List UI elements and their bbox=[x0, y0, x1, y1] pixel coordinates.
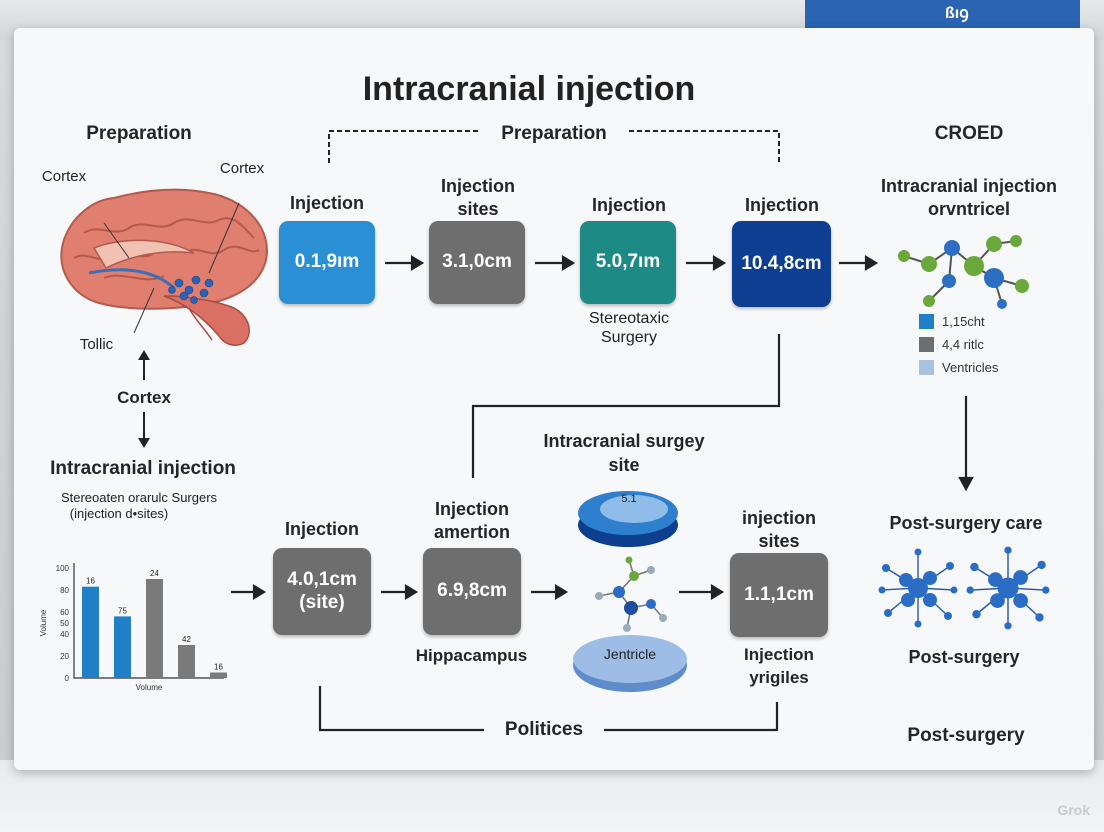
bottom-bracket-label: Politices bbox=[504, 719, 584, 740]
legend-label-1: 1,15cht bbox=[942, 314, 985, 329]
bar-data-label: 16 bbox=[214, 663, 223, 672]
nanoparticle-cluster-left bbox=[878, 548, 958, 628]
bottom-step1-box: 4.0,1cm (site) bbox=[273, 548, 371, 635]
left-preparation-heading: Preparation bbox=[86, 123, 192, 144]
ventricle-label: Jentricle bbox=[603, 646, 657, 662]
post-surgery-label-1: Post-surgery bbox=[908, 647, 1020, 667]
legend-item-1: 1,15cht bbox=[919, 314, 985, 329]
bottom-step3-box: 1.1,1cm bbox=[730, 553, 828, 637]
poster-board: Intracranial injection Preparation Corte… bbox=[14, 28, 1094, 770]
legend-item-2: 4,4 ritlc bbox=[919, 337, 984, 352]
y-tick-label: 80 bbox=[60, 586, 69, 595]
bottom-step2-value: 6.9,8cm bbox=[437, 580, 507, 602]
nanoparticle-cluster-right bbox=[966, 546, 1050, 630]
post-surgery-care-heading: Post-surgery care bbox=[889, 513, 1043, 533]
chart-bar bbox=[82, 586, 99, 678]
legend-item-3: Ventricles bbox=[919, 360, 998, 375]
right-heading-line2: orvntricel bbox=[927, 199, 1011, 219]
top-step3-sub-2: Surgery bbox=[600, 329, 658, 346]
brain-label-cortex-right: Cortex bbox=[219, 160, 265, 177]
bottom-step1-label: Injection bbox=[284, 519, 359, 539]
bottom-step3-sub-1: Injection bbox=[744, 645, 814, 664]
bar-data-label: 75 bbox=[118, 606, 127, 615]
top-step3-sub-1: Stereotaxic bbox=[588, 310, 670, 327]
surgery-site-heading-1: Intracranial surgey bbox=[543, 431, 705, 451]
y-axis-label: Volume bbox=[39, 609, 48, 636]
top-step2-label-2: sites bbox=[457, 199, 499, 219]
ventricle-ellipse-icon bbox=[573, 635, 687, 692]
left-intracranial-heading: Intracranial injection bbox=[50, 458, 236, 479]
legend-label-3: Ventricles bbox=[942, 360, 999, 375]
bar-data-label: 24 bbox=[150, 569, 159, 578]
top-flow-arrows bbox=[231, 255, 974, 732]
top-step3-value: 5.0,7ım bbox=[595, 251, 661, 273]
post-surgery-label-2: Post-surgery bbox=[907, 725, 1025, 746]
top-step2-label-1: Injection bbox=[440, 176, 515, 196]
bottom-step1-value-1: 4.0,1cm bbox=[287, 568, 357, 590]
x-axis-label: Volume bbox=[136, 683, 163, 692]
chart-bar bbox=[146, 579, 163, 678]
chart-bar bbox=[178, 645, 195, 678]
top-step4-label: Injection bbox=[744, 195, 819, 215]
top-step4-value: 10.4,8cm bbox=[741, 252, 822, 274]
right-croed-heading: CROED bbox=[934, 123, 1004, 144]
surgery-disc-icon bbox=[578, 491, 678, 547]
top-bracket-label: Preparation bbox=[501, 123, 607, 144]
bottom-step2-sub: Hippacampus bbox=[415, 646, 528, 665]
chart-bar bbox=[210, 672, 227, 678]
top-step1-box: 0.1,9ım bbox=[279, 221, 375, 304]
top-step1-value: 0.1,9ım bbox=[294, 251, 360, 273]
bar-data-label: 16 bbox=[86, 577, 95, 586]
chart-caption-line2: (injection d•sites) bbox=[69, 506, 169, 521]
top-step2-value: 3.1,0cm bbox=[442, 251, 512, 273]
top-step3-box: 5.0,7ım bbox=[580, 221, 676, 304]
bottom-step2-label-2: amertion bbox=[433, 522, 511, 542]
y-tick-label: 50 bbox=[60, 619, 69, 628]
molecule-small-icon bbox=[595, 556, 667, 632]
molecule-icon bbox=[898, 235, 1029, 309]
poster-title: Intracranial injection bbox=[362, 70, 696, 108]
background-sign: ßıꝯ bbox=[805, 0, 1080, 28]
bar-data-label: 42 bbox=[182, 635, 191, 644]
bottom-step3-label-2: sites bbox=[758, 531, 800, 551]
bottom-step2-label-1: Injection bbox=[434, 499, 509, 519]
legend-swatch-2 bbox=[919, 337, 934, 352]
top-step1-label: Injection bbox=[289, 193, 364, 213]
top-step3-label: Injection bbox=[591, 195, 666, 215]
brain-label-cortex-left: Cortex bbox=[41, 168, 87, 185]
right-heading-line1: Intracranial injection bbox=[880, 176, 1058, 196]
surgery-disc-label: 5.1 bbox=[621, 493, 637, 505]
legend-label-2: 4,4 ritlc bbox=[942, 337, 984, 352]
brain-illustration bbox=[60, 188, 268, 346]
bottom-step1-value-2: (site) bbox=[299, 591, 345, 613]
table-surface bbox=[0, 760, 1104, 832]
chart-bar bbox=[114, 616, 131, 678]
top-step2-box: 3.1,0cm bbox=[429, 221, 525, 304]
cortex-mid-label: Cortex bbox=[117, 388, 171, 407]
brain-label-tollic: Tollic bbox=[79, 336, 114, 353]
watermark: Grok bbox=[1057, 802, 1090, 818]
surgery-site-heading-2: site bbox=[608, 455, 640, 475]
chart-axes bbox=[73, 563, 224, 679]
bottom-step3-value: 1.1,1cm bbox=[744, 583, 814, 605]
top-bracket bbox=[328, 130, 780, 163]
y-tick-label: 40 bbox=[60, 630, 69, 639]
legend-swatch-3 bbox=[919, 360, 934, 375]
y-tick-label: 0 bbox=[65, 674, 70, 683]
bottom-step3-sub-2: yrigiles bbox=[749, 668, 809, 687]
vertical-double-arrow bbox=[138, 350, 150, 448]
y-tick-label: 100 bbox=[56, 564, 70, 573]
legend-swatch-1 bbox=[919, 314, 934, 329]
y-tick-label: 20 bbox=[60, 652, 69, 661]
y-tick-label: 60 bbox=[60, 608, 69, 617]
top-step4-box: 10.4,8cm bbox=[732, 221, 831, 307]
chart-caption-line1: Stereoaten orarulc Surgers bbox=[60, 490, 218, 505]
bottom-step2-box: 6.9,8cm bbox=[423, 548, 521, 635]
bottom-step3-label-1: injection bbox=[741, 508, 816, 528]
